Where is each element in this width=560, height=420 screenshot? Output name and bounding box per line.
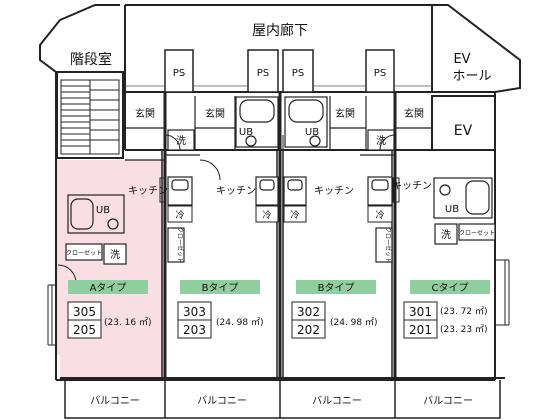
ps-label: PS — [257, 68, 269, 79]
ps-label: PS — [374, 68, 386, 79]
wash-basins — [103, 129, 458, 265]
kitchen-label: キッチン — [392, 180, 432, 192]
ub-label: UB — [96, 205, 110, 216]
fridge-label: 冷 — [375, 209, 384, 221]
closet-label: クローゼット — [66, 249, 102, 257]
unit-type-label: Bタイプ — [318, 282, 355, 294]
unit-a-info: Aタイプ 305 205 (23. 16 ㎡) — [67, 280, 152, 339]
room-number-lower: 203 — [183, 323, 206, 337]
unit-b2-info: Bタイプ 302 202 (24. 98 ㎡) — [291, 280, 378, 339]
side-windows — [47, 259, 510, 346]
kitchens — [167, 176, 393, 206]
balcony-dividers — [164, 380, 396, 418]
closets — [65, 223, 496, 263]
kitchen-label: キッチン — [314, 185, 354, 197]
ev-hall-label-2: ホール — [452, 69, 491, 84]
genkan-label: 玄関 — [404, 107, 424, 120]
wash-label: 洗 — [376, 135, 386, 147]
kitchen-cabinets — [159, 177, 400, 203]
type-badge — [410, 280, 490, 294]
fridge-label: 冷 — [290, 209, 299, 221]
ub-label: UB — [239, 127, 253, 138]
unit-baths-top — [67, 96, 493, 234]
genkan-label: 玄関 — [335, 107, 355, 120]
stair-label: 階段室 — [70, 51, 112, 68]
entrance-walls — [125, 96, 432, 161]
room-number-lower: 205 — [73, 323, 96, 337]
unit-area: (24. 98 ㎡) — [330, 317, 378, 328]
unit-type-label: Cタイプ — [432, 282, 469, 294]
unit-area: (23. 16 ㎡) — [104, 317, 152, 328]
room-number-upper: 301 — [409, 305, 432, 319]
balcony-label: バルコニー — [90, 395, 140, 407]
ps-label: PS — [292, 68, 304, 79]
ps-boxes — [164, 49, 395, 93]
unit-area-upper: (23. 72 ㎡) — [440, 306, 488, 317]
unit-type-label: Bタイプ — [202, 282, 239, 294]
unit-area-lower: (23. 23 ㎡) — [440, 324, 488, 335]
closet-label: クローゼット — [459, 229, 495, 237]
ps-label: PS — [173, 68, 185, 79]
room-number-upper: 305 — [73, 305, 96, 319]
fridge-label: 冷 — [262, 209, 271, 221]
elevator-shaft — [431, 95, 496, 151]
closet-label: クローゼット — [384, 227, 392, 263]
fridges — [167, 205, 393, 223]
balcony-label: バルコニー — [197, 395, 247, 407]
type-badge — [68, 280, 148, 294]
ub-label: UB — [445, 204, 459, 215]
unit-dividers — [161, 92, 397, 380]
type-badge — [180, 280, 260, 294]
unit-c-info: Cタイプ 301 201 (23. 72 ㎡) (23. 23 ㎡) — [403, 280, 490, 339]
balcony-label: バルコニー — [423, 395, 473, 407]
stair-room — [56, 71, 124, 159]
closet-label: クローゼット — [176, 227, 184, 263]
genkan-label: 玄関 — [205, 107, 225, 120]
ev-label: EV — [454, 123, 473, 139]
room-number-upper: 302 — [297, 305, 320, 319]
wash-label: 洗 — [176, 135, 186, 147]
unit-area: (24. 98 ㎡) — [216, 317, 264, 328]
corridor-label: 屋内廊下 — [252, 22, 308, 39]
wash-label: 洗 — [110, 249, 120, 261]
genkan-label: 玄関 — [135, 107, 155, 120]
kitchen-label: キッチン — [128, 185, 168, 197]
room-number-upper: 303 — [183, 305, 206, 319]
unit-type-label: Aタイプ — [90, 282, 127, 294]
fridge-label: 冷 — [175, 209, 184, 221]
ev-hall-label-1: EV — [453, 52, 470, 67]
type-badge — [296, 280, 376, 294]
room-number-lower: 202 — [297, 323, 320, 337]
unit-b1-info: Bタイプ 303 203 (24. 98 ㎡) — [177, 280, 264, 339]
wash-label: 洗 — [441, 229, 451, 241]
ub-label: UB — [305, 127, 319, 138]
room-number-lower: 201 — [409, 323, 432, 337]
balcony-label: バルコニー — [312, 395, 362, 407]
kitchen-label: キッチン — [216, 185, 256, 197]
